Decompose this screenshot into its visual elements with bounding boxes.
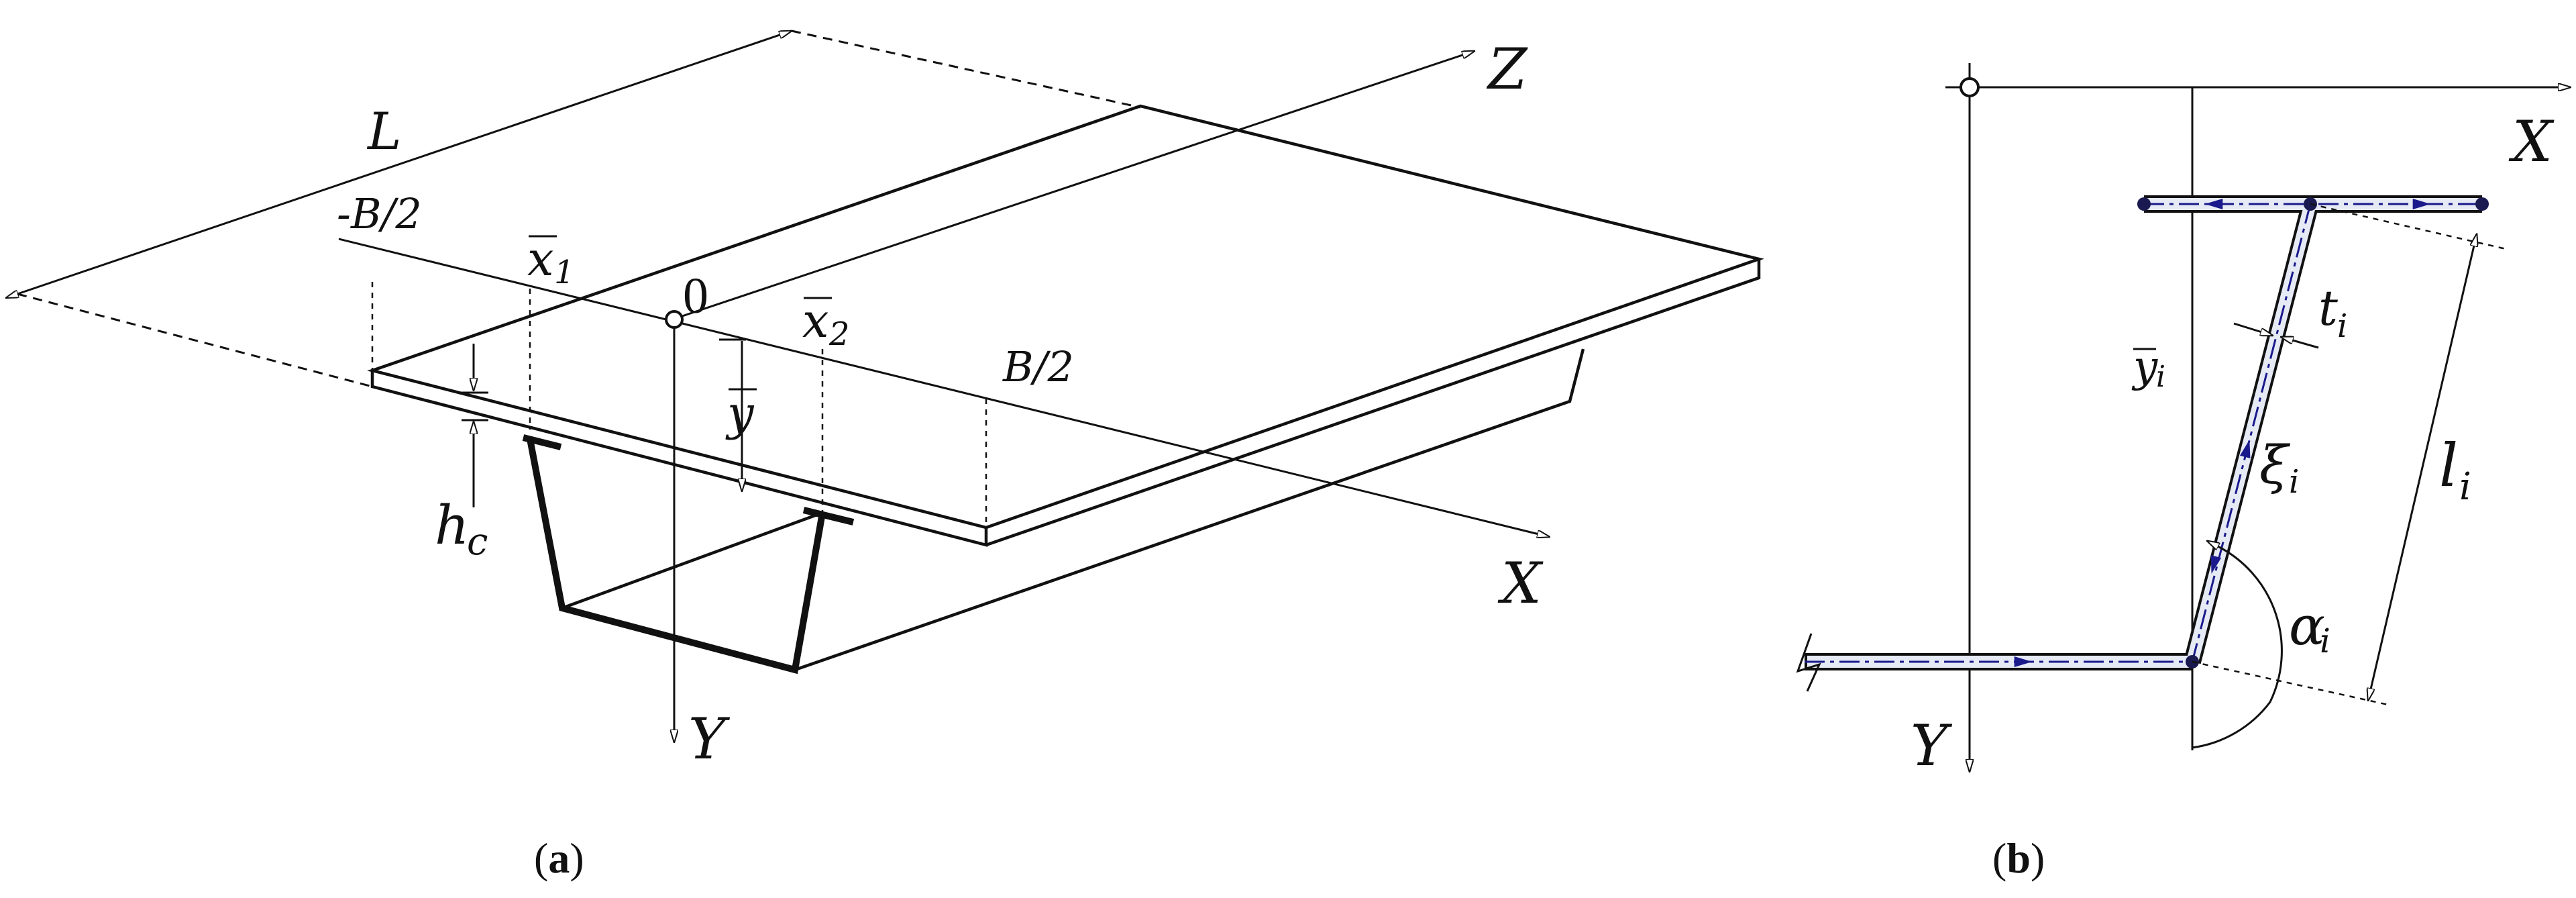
x1-subscript: 1	[554, 254, 575, 291]
left-edge-label: -B/2	[337, 189, 422, 238]
y-axis-label: Y	[688, 706, 731, 772]
x1-label: x 1	[527, 232, 575, 291]
deck-front-edge	[370, 370, 988, 547]
li-symbol: l	[2439, 431, 2458, 500]
deck-top-face	[367, 104, 1764, 530]
ybar-symbol: y	[725, 386, 755, 441]
panel-b: X Y t i y i ξ i l i α i (b)	[1796, 63, 2571, 882]
alpha-symbol: α	[2289, 595, 2325, 657]
li-extension-bottom	[2192, 660, 2389, 706]
alpha-label: α i	[2289, 595, 2330, 660]
web-centerline	[2191, 203, 2312, 662]
ybar-i-label: y i	[2131, 342, 2165, 394]
xi-label: ξ i	[2259, 436, 2299, 501]
xi-subscript: i	[2289, 463, 2299, 501]
x2-symbol: x	[802, 293, 828, 348]
b-origin-marker	[1960, 77, 1980, 97]
span-label: L	[366, 101, 401, 161]
thin-wall-section	[1805, 195, 2482, 670]
b-x-axis-label: X	[2508, 109, 2555, 174]
li-extension-top	[2310, 203, 2510, 251]
ybar-i-subscript: i	[2156, 360, 2165, 394]
origin-marker	[665, 310, 684, 329]
b-y-axis-label: Y	[1911, 713, 1953, 779]
panel-a: L Z X Y 0 -B/2 B/2 x 1 x 2 y h c (a)	[17, 30, 1764, 882]
ybar-label: y	[725, 386, 757, 441]
ybar-i-symbol: y	[2131, 342, 2158, 392]
deck-side-edge	[985, 259, 1761, 547]
xi-symbol: ξ	[2259, 436, 2291, 496]
x-axis-line	[338, 238, 1550, 537]
alpha-subscript: i	[2320, 621, 2330, 660]
li-label: l i	[2439, 431, 2471, 509]
node-top-right	[2475, 197, 2489, 211]
hc-label: h c	[435, 494, 488, 564]
panel-a-caption: (a)	[534, 834, 584, 882]
ti-symbol: t	[2318, 280, 2339, 336]
span-dimension-line	[17, 31, 792, 294]
x2-label: x 2	[802, 293, 850, 353]
box-girder-section	[527, 438, 826, 675]
alpha-arc	[2192, 546, 2283, 749]
box-bottom-inner-line	[561, 511, 823, 610]
break-symbol	[1796, 633, 1821, 692]
node-top-left	[2137, 197, 2151, 211]
box-flange-right	[802, 507, 855, 526]
x-axis-label: X	[1497, 550, 1544, 616]
box-flange-left	[522, 434, 562, 450]
ti-label: t i	[2318, 280, 2347, 345]
hc-subscript: c	[467, 520, 488, 564]
li-dimension-line	[2368, 246, 2474, 701]
li-subscript: i	[2459, 465, 2471, 509]
thickness-arrow-left	[2233, 322, 2273, 337]
ti-subscript: i	[2337, 307, 2347, 345]
origin-label: 0	[683, 268, 708, 324]
box-bottom-longitudinal	[794, 348, 1585, 672]
span-extension-left	[17, 293, 373, 388]
x1-symbol: x	[527, 232, 553, 287]
x2-subscript: 2	[828, 315, 850, 353]
z-axis-line	[672, 50, 1474, 321]
z-axis-label: Z	[1486, 36, 1528, 102]
thickness-arrow-right	[2281, 337, 2319, 349]
panel-b-caption: (b)	[1992, 834, 2045, 882]
span-extension-right	[791, 30, 1141, 109]
hc-symbol: h	[435, 494, 470, 556]
right-edge-label: B/2	[1002, 342, 1074, 391]
